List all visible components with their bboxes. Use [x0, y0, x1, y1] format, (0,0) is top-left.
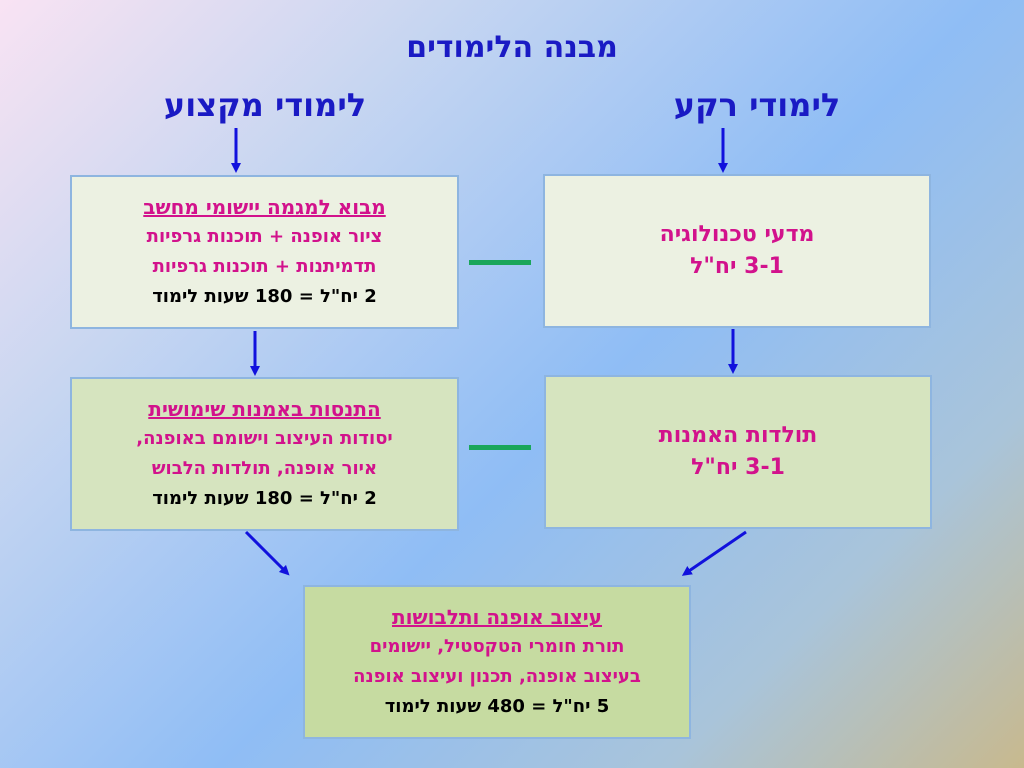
fashion-design-heading: עיצוב אופנה ותלבושות	[391, 605, 603, 629]
link-dash-middle	[469, 445, 531, 450]
intro-heading: מבוא למגמה יישומי מחשב	[143, 195, 386, 219]
applied-art-line-1: יסודות העיצוב וישומם באופנה,	[136, 428, 393, 449]
page-title: מבנה הלימודים	[406, 30, 618, 65]
arrow-applied-art-to-fashion	[244, 530, 290, 576]
fashion-design-hours: 5 יח"ל = 480 שעות לימוד	[384, 696, 610, 717]
art-history-box: תולדות האמנות 3-1 יח"ל	[544, 375, 932, 529]
intro-line-1: ציור אופנה + תוכנות גרפיות	[146, 226, 383, 247]
intro-line-2: תדמיתנות + תוכנות גרפיות	[152, 256, 377, 277]
fashion-design-line-1: תורת חומרי הטקסטיל, יישומים	[369, 636, 625, 657]
fashion-design-box: עיצוב אופנה ותלבושות תורת חומרי הטקסטיל,…	[303, 585, 691, 739]
intro-box: מבוא למגמה יישומי מחשב ציור אופנה + תוכנ…	[70, 175, 459, 329]
technology-label: מדעי טכנולוגיה	[659, 222, 815, 247]
background-studies-heading: לימודי רקע	[673, 86, 841, 124]
applied-art-heading: התנסות באמנות שימושית	[148, 397, 381, 421]
art-history-label: תולדות האמנות	[658, 423, 818, 448]
technology-box: מדעי טכנולוגיה 3-1 יח"ל	[543, 174, 931, 328]
link-dash-top	[469, 260, 531, 265]
applied-art-hours: 2 יח"ל = 180 שעות לימוד	[152, 488, 377, 509]
art-history-units: 3-1 יח"ל	[691, 455, 785, 480]
applied-art-line-2: איור אופנה, תולדות הלבוש	[151, 458, 378, 479]
fashion-design-line-2: בעיצוב אופנה, תכנון ועיצוב אופנה	[353, 666, 641, 687]
applied-art-box: התנסות באמנות שימושית יסודות העיצוב וישו…	[70, 377, 459, 531]
intro-hours: 2 יח"ל = 180 שעות לימוד	[152, 286, 377, 307]
arrow-art-history-to-fashion	[681, 530, 747, 576]
technology-units: 3-1 יח"ל	[690, 254, 784, 279]
professional-studies-heading: לימודי מקצוע	[163, 86, 367, 124]
